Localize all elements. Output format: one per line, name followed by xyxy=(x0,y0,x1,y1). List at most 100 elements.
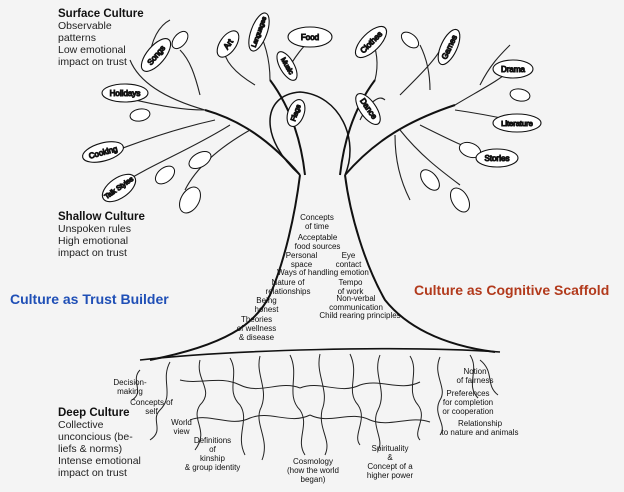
shallow-line: impact on trust xyxy=(58,247,127,259)
tree-roots xyxy=(131,353,499,461)
leaf xyxy=(154,165,176,185)
root xyxy=(437,356,443,436)
leaf xyxy=(400,31,420,49)
leaf-holidays: Holidays xyxy=(101,83,149,103)
root xyxy=(149,361,171,441)
surface-line: Low emotional xyxy=(58,44,126,56)
label-decision-making: Decision- making xyxy=(113,378,147,396)
branch xyxy=(399,129,461,186)
surface-culture-block: Surface Culture Observable patterns Low … xyxy=(58,8,144,68)
label-personal-space: Personal space xyxy=(285,251,318,269)
leaf-talk-styles: Talk Styles xyxy=(101,173,137,203)
label-preferences: Preferences for completion or cooperatio… xyxy=(442,389,494,416)
trunk-inner-right xyxy=(344,104,456,176)
deep-line: Collective xyxy=(58,419,104,431)
leaf-games: Games xyxy=(437,28,461,66)
branch xyxy=(179,49,201,96)
root xyxy=(309,414,431,424)
leaf xyxy=(129,108,151,122)
label-being-honest: Being honest xyxy=(254,296,279,314)
leaf-literature: Literature xyxy=(492,113,542,133)
root xyxy=(194,359,207,451)
deep-line: Intense emotional xyxy=(58,455,141,467)
svg-text:Literature: Literature xyxy=(501,119,533,128)
leaf-clothes: Clothes xyxy=(354,25,388,59)
surface-line: impact on trust xyxy=(58,56,127,68)
trunk-inner-left xyxy=(204,109,301,176)
leaf-cooking: Cooking xyxy=(82,141,124,163)
labelled-leaves: Food Languages Art Songs Holidays Music … xyxy=(82,12,542,203)
trunk-outline-right xyxy=(344,174,496,353)
leaf-food: Food xyxy=(287,26,333,48)
label-handling-emotion: Ways of handling emotion xyxy=(277,268,369,277)
root xyxy=(349,353,362,446)
label-tempo-of-work: Tempo of work xyxy=(337,278,364,296)
label-spirituality: Spirituality & Concept of a higher power xyxy=(366,444,414,480)
shallow-culture-title: Shallow Culture xyxy=(58,211,145,223)
trunk-center-right xyxy=(339,79,376,176)
root xyxy=(229,357,246,456)
root xyxy=(409,355,422,441)
leaf-music: Music xyxy=(276,51,298,81)
label-child-rearing: Child rearing principles xyxy=(319,311,401,320)
deep-line: unconcious (be- xyxy=(58,431,133,443)
surface-line: Observable xyxy=(58,20,112,32)
label-concepts-of-self: Concepts of self xyxy=(130,398,173,416)
leaf xyxy=(179,186,201,214)
shallow-line: High emotional xyxy=(58,235,129,247)
deep-line: liefs & norms) xyxy=(58,443,123,455)
leaf-art: Art xyxy=(216,30,240,58)
root xyxy=(299,381,421,389)
leaf xyxy=(450,187,470,213)
root xyxy=(318,353,328,456)
label-nature-of-relationships: Nature of relationships xyxy=(265,278,311,296)
root xyxy=(258,355,265,461)
deep-line: impact on trust xyxy=(58,467,127,479)
ground-line xyxy=(139,347,501,361)
branch xyxy=(419,44,431,91)
leaf-dance: Dance xyxy=(355,93,381,125)
shallow-line: Unspoken rules xyxy=(58,223,131,235)
root xyxy=(131,369,141,401)
leaf xyxy=(188,150,212,170)
label-non-verbal: Non-verbal communication xyxy=(329,294,383,312)
root xyxy=(479,359,499,396)
label-eye-contact: Eye contact xyxy=(335,251,362,269)
leaf-drama: Drama xyxy=(492,59,534,79)
svg-text:Food: Food xyxy=(301,33,319,42)
label-cosmology: Cosmology (how the world began) xyxy=(286,457,340,484)
right-caption: Culture as Cognitive Scaffold xyxy=(414,282,610,298)
deep-culture-title: Deep Culture xyxy=(58,407,130,419)
surface-culture-title: Surface Culture xyxy=(58,8,144,20)
svg-text:Stories: Stories xyxy=(485,154,510,163)
leaf xyxy=(509,88,531,102)
root xyxy=(469,354,479,399)
decorative-leaves xyxy=(129,30,531,214)
root xyxy=(375,354,382,451)
branch xyxy=(394,134,411,201)
label-notion-of-fairness: Notion of fairness xyxy=(456,367,494,385)
trunk-loop xyxy=(269,91,351,176)
surface-line: patterns xyxy=(58,32,96,44)
branch xyxy=(399,49,441,96)
root xyxy=(179,379,301,389)
left-caption: Culture as Trust Builder xyxy=(10,291,169,307)
label-relationship-nature: Relationship to nature and animals xyxy=(441,419,519,437)
label-world-view: World view xyxy=(171,418,192,436)
shallow-culture-block: Shallow Culture Unspoken rules High emot… xyxy=(58,211,145,259)
label-concepts-of-time: Concepts of time xyxy=(300,213,334,231)
leaf-stories: Stories xyxy=(475,148,519,168)
trunk-outline-left xyxy=(149,174,301,361)
leaf-flags: Flags xyxy=(286,99,306,127)
leaf-songs: Songs xyxy=(140,38,172,72)
leaf xyxy=(420,169,440,191)
root xyxy=(289,354,306,456)
label-acceptable-food: Acceptable food sources xyxy=(294,233,341,251)
branch xyxy=(129,59,206,111)
svg-text:Drama: Drama xyxy=(501,65,526,74)
deep-culture-block: Deep Culture Collective unconcious (be- … xyxy=(58,407,141,479)
branch xyxy=(479,44,511,86)
root xyxy=(189,414,311,422)
